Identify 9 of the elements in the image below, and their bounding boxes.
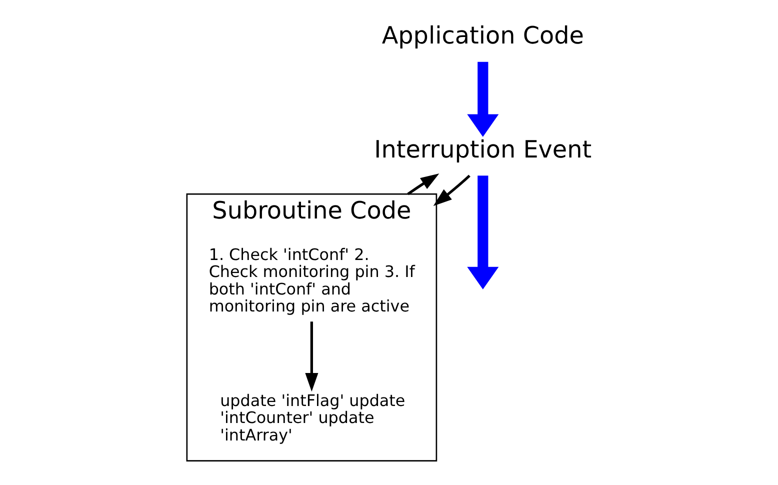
arrow — [407, 174, 440, 196]
node-text: 1. Check 'intConf' 2. Check monitoring pin 3. If both 'intConf' and monitoring pin are active — [208, 244, 415, 316]
arrow — [467, 62, 499, 137]
arrow — [467, 176, 499, 290]
node-text: update 'intFlag' update 'intCounter' update 'intArray' — [220, 390, 406, 444]
node-text: Application Code — [382, 21, 584, 50]
arrow — [433, 174, 470, 206]
arrow — [305, 322, 318, 392]
node-text: Interruption Event — [374, 135, 592, 164]
